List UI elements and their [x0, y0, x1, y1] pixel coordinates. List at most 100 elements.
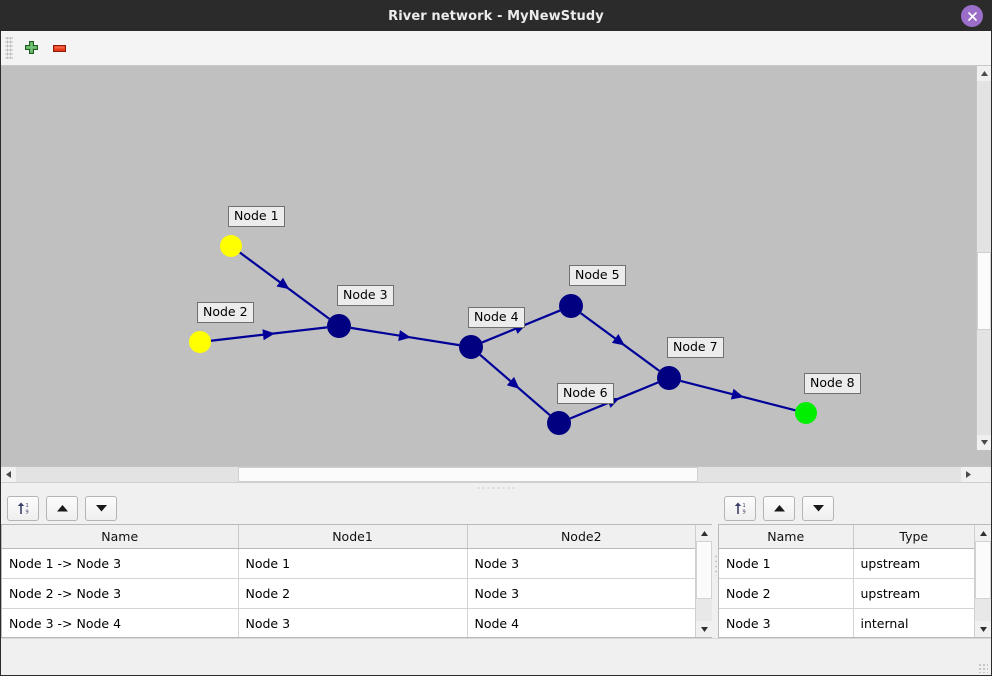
table-cell[interactable]: Node 3 [467, 548, 695, 579]
graph-node-label-node-1[interactable]: Node 1 [228, 206, 285, 227]
network-canvas[interactable]: Node 1 Node 2 Node 3 Node 4 Node 5 Node 6 Node… [1, 66, 991, 466]
nodes-vscroll-thumb[interactable] [975, 541, 991, 599]
table-cell[interactable]: Node 1 [719, 548, 854, 579]
horizontal-splitter[interactable] [1, 482, 991, 492]
chevron-down-icon [979, 626, 987, 632]
window-resize-grip[interactable] [978, 663, 988, 673]
table-cell[interactable]: upstream [853, 578, 974, 609]
graph-node-node-1[interactable] [220, 235, 242, 257]
reaches-move-down-button[interactable] [85, 495, 117, 521]
canvas-horizontal-scrollbar[interactable] [1, 466, 991, 482]
table-cell[interactable]: Node 3 [719, 608, 854, 637]
window-title: River network - MyNewStudy [388, 8, 604, 24]
sort-icon: 1 9 [17, 502, 28, 515]
nodes-vertical-scrollbar[interactable] [974, 525, 991, 637]
reaches-vscroll-thumb[interactable] [696, 541, 712, 599]
nodes-scroll-up-button[interactable] [975, 525, 991, 541]
close-button[interactable] [961, 5, 983, 27]
graph-node-node-8[interactable] [795, 402, 817, 424]
canvas-vertical-scrollbar[interactable] [976, 66, 991, 450]
table-cell[interactable]: Node 3 [467, 578, 695, 609]
table-cell[interactable]: Node 3 -> Node 4 [2, 608, 239, 637]
nodes-move-up-button[interactable] [763, 495, 795, 521]
chevron-down-icon [980, 440, 988, 445]
svg-text:9: 9 [742, 509, 745, 515]
canvas-vscroll-thumb[interactable] [977, 252, 991, 330]
close-icon [967, 11, 977, 21]
delete-node-button[interactable] [45, 35, 73, 61]
reaches-col-header-node2[interactable]: Node2 [467, 525, 695, 549]
reaches-col-header-name[interactable]: Name [2, 525, 239, 549]
pane-divider-grip-icon [713, 554, 717, 576]
table-cell[interactable]: upstream [853, 548, 974, 579]
table-cell[interactable]: Node 3 [238, 608, 468, 637]
table-cell[interactable]: Node 4 [467, 608, 695, 637]
reaches-pane: 1 9 Name [1, 492, 712, 638]
graph-node-label-node-5[interactable]: Node 5 [569, 265, 626, 286]
table-cell[interactable]: Node 2 [719, 578, 854, 609]
nodes-sort-button[interactable]: 1 9 [724, 495, 756, 521]
canvas-scroll-left-button[interactable] [1, 467, 16, 482]
table-cell[interactable]: Node 2 -> Node 3 [2, 578, 239, 609]
canvas-hscroll-thumb[interactable] [238, 467, 698, 482]
edge-arrow-icon [730, 388, 744, 400]
nodes-header-row: Name Type [719, 525, 974, 549]
bottom-panes: 1 9 Name [1, 492, 991, 638]
nodes-toolbar: 1 9 [718, 492, 991, 524]
canvas-scroll-down-button[interactable] [977, 435, 991, 450]
toolbar-drag-handle[interactable] [5, 37, 13, 59]
scroll-corner [976, 467, 991, 482]
reaches-scroll-up-button[interactable] [696, 525, 712, 541]
minus-icon [52, 44, 66, 52]
reaches-scroll-down-button[interactable] [696, 621, 712, 637]
graph-node-label-node-6[interactable]: Node 6 [557, 383, 614, 404]
svg-text:1: 1 [25, 503, 28, 509]
edge-arrow-icon [506, 376, 520, 389]
nodes-col-header-type[interactable]: Type [853, 525, 974, 549]
nodes-scroll-down-button[interactable] [975, 621, 991, 637]
graph-node-node-7[interactable] [657, 366, 681, 390]
graph-drawing-area[interactable]: Node 1 Node 2 Node 3 Node 4 Node 5 Node 6 Node… [1, 66, 978, 450]
chevron-up-icon [700, 530, 708, 536]
graph-node-label-node-7[interactable]: Node 7 [667, 337, 724, 358]
table-cell[interactable]: Node 2 [238, 578, 468, 609]
canvas-scroll-right-button[interactable] [961, 467, 976, 482]
table-cell[interactable]: internal [853, 608, 974, 637]
graph-node-node-3[interactable] [327, 314, 351, 338]
graph-node-label-node-3[interactable]: Node 3 [337, 285, 394, 306]
graph-node-label-node-4[interactable]: Node 4 [468, 307, 525, 328]
status-bar [1, 638, 991, 675]
canvas-scroll-up-button[interactable] [977, 66, 991, 81]
graph-node-label-node-8[interactable]: Node 8 [804, 373, 861, 394]
title-bar: River network - MyNewStudy [1, 1, 991, 31]
add-node-button[interactable] [17, 35, 45, 61]
graph-node-node-5[interactable] [559, 294, 583, 318]
table-cell[interactable]: Node 1 -> Node 3 [2, 548, 239, 579]
reaches-move-up-button[interactable] [46, 495, 78, 521]
svg-text:1: 1 [742, 503, 745, 509]
graph-node-label-node-2[interactable]: Node 2 [197, 302, 254, 323]
nodes-move-down-button[interactable] [802, 495, 834, 521]
chevron-left-icon [6, 471, 11, 478]
table-cell[interactable]: Node 1 [238, 548, 468, 579]
vertical-splitter[interactable] [712, 492, 718, 638]
reaches-sort-button[interactable]: 1 9 [7, 495, 39, 521]
graph-node-node-4[interactable] [459, 335, 483, 359]
nodes-col-header-name[interactable]: Name [719, 525, 854, 549]
edge-arrow-icon [276, 277, 290, 290]
reaches-col-header-node1[interactable]: Node1 [238, 525, 468, 549]
graph-node-node-6[interactable] [547, 411, 571, 435]
reaches-vertical-scrollbar[interactable] [695, 525, 712, 637]
arrow-down-icon [95, 505, 107, 512]
graph-node-node-2[interactable] [189, 331, 211, 353]
